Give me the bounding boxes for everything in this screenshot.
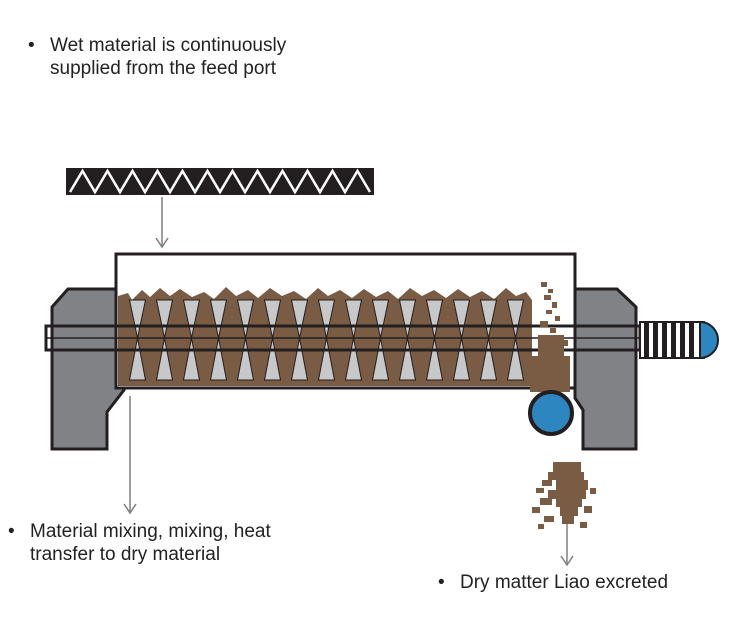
right-housing (573, 287, 638, 451)
coupling-stripe (689, 322, 694, 358)
discharge-arrow (560, 518, 574, 567)
dry-material-pile (532, 462, 596, 529)
coupling-stripe (653, 322, 658, 358)
feed-caption-bullet: • (28, 35, 35, 56)
blade-lower (425, 337, 444, 381)
discharge-particles (538, 282, 568, 357)
left-housing (50, 287, 126, 451)
blade-lower (263, 337, 282, 381)
coupling-stripe (662, 322, 667, 358)
blade-lower (155, 337, 174, 381)
blade-lower (344, 337, 363, 381)
blade-lower (479, 337, 498, 381)
mixing-caption: • Material mixing, mixing, heat transfer… (8, 520, 271, 566)
mixing-caption-bullet: • (8, 521, 15, 542)
blade-upper (344, 299, 363, 339)
blade-upper (425, 299, 444, 339)
blade-upper (263, 299, 282, 339)
mixing-caption-line-2: transfer to dry material (30, 544, 221, 565)
blade-lower (452, 337, 471, 381)
blade-upper (209, 299, 228, 339)
blade-upper (128, 299, 147, 339)
feed-caption: • Wet material is continuously supplied … (28, 34, 286, 80)
blade-lower (290, 337, 309, 381)
blade-lower (236, 337, 255, 381)
flow-arrows (123, 197, 574, 567)
mixing-arrow (123, 396, 137, 515)
mixing-caption-line-1: Material mixing, mixing, heat (30, 521, 271, 542)
coupling-stripe (644, 322, 649, 358)
blade-upper (398, 299, 417, 339)
coupling-stripe (671, 322, 676, 358)
coupling-stripe (680, 322, 685, 358)
discharge-caption: • Dry matter Liao excreted (438, 571, 668, 594)
blade-upper (371, 299, 390, 339)
blade-lower (398, 337, 417, 381)
blade-upper (290, 299, 309, 339)
blade-lower (371, 337, 390, 381)
blade-upper (182, 299, 201, 339)
discharge-caption-line-1: Dry matter Liao excreted (460, 572, 669, 593)
blade-lower (506, 337, 525, 381)
discharge-roller (528, 390, 574, 436)
blade-lower (209, 337, 228, 381)
mixing-blades (128, 299, 525, 381)
feed-arrow (155, 197, 169, 249)
feed-conveyor (66, 168, 374, 195)
discharge-caption-bullet: • (438, 572, 445, 593)
blade-upper (236, 299, 255, 339)
blade-upper (317, 299, 336, 339)
blade-lower (128, 337, 147, 381)
blade-upper (506, 299, 525, 339)
blade-upper (479, 299, 498, 339)
blade-upper (155, 299, 174, 339)
discharge-chute (530, 356, 570, 392)
blade-upper (452, 299, 471, 339)
feed-caption-line-2: supplied from the feed port (50, 58, 277, 79)
drive-coupling (639, 320, 719, 360)
drive-coupling-cap (699, 320, 719, 360)
drive-coupling-stripes (644, 322, 694, 358)
feed-caption-line-1: Wet material is continuously (50, 35, 287, 56)
feed-conveyor-teeth (68, 168, 372, 195)
blade-lower (317, 337, 336, 381)
feed-conveyor-zigzag (68, 168, 372, 195)
blade-lower (182, 337, 201, 381)
